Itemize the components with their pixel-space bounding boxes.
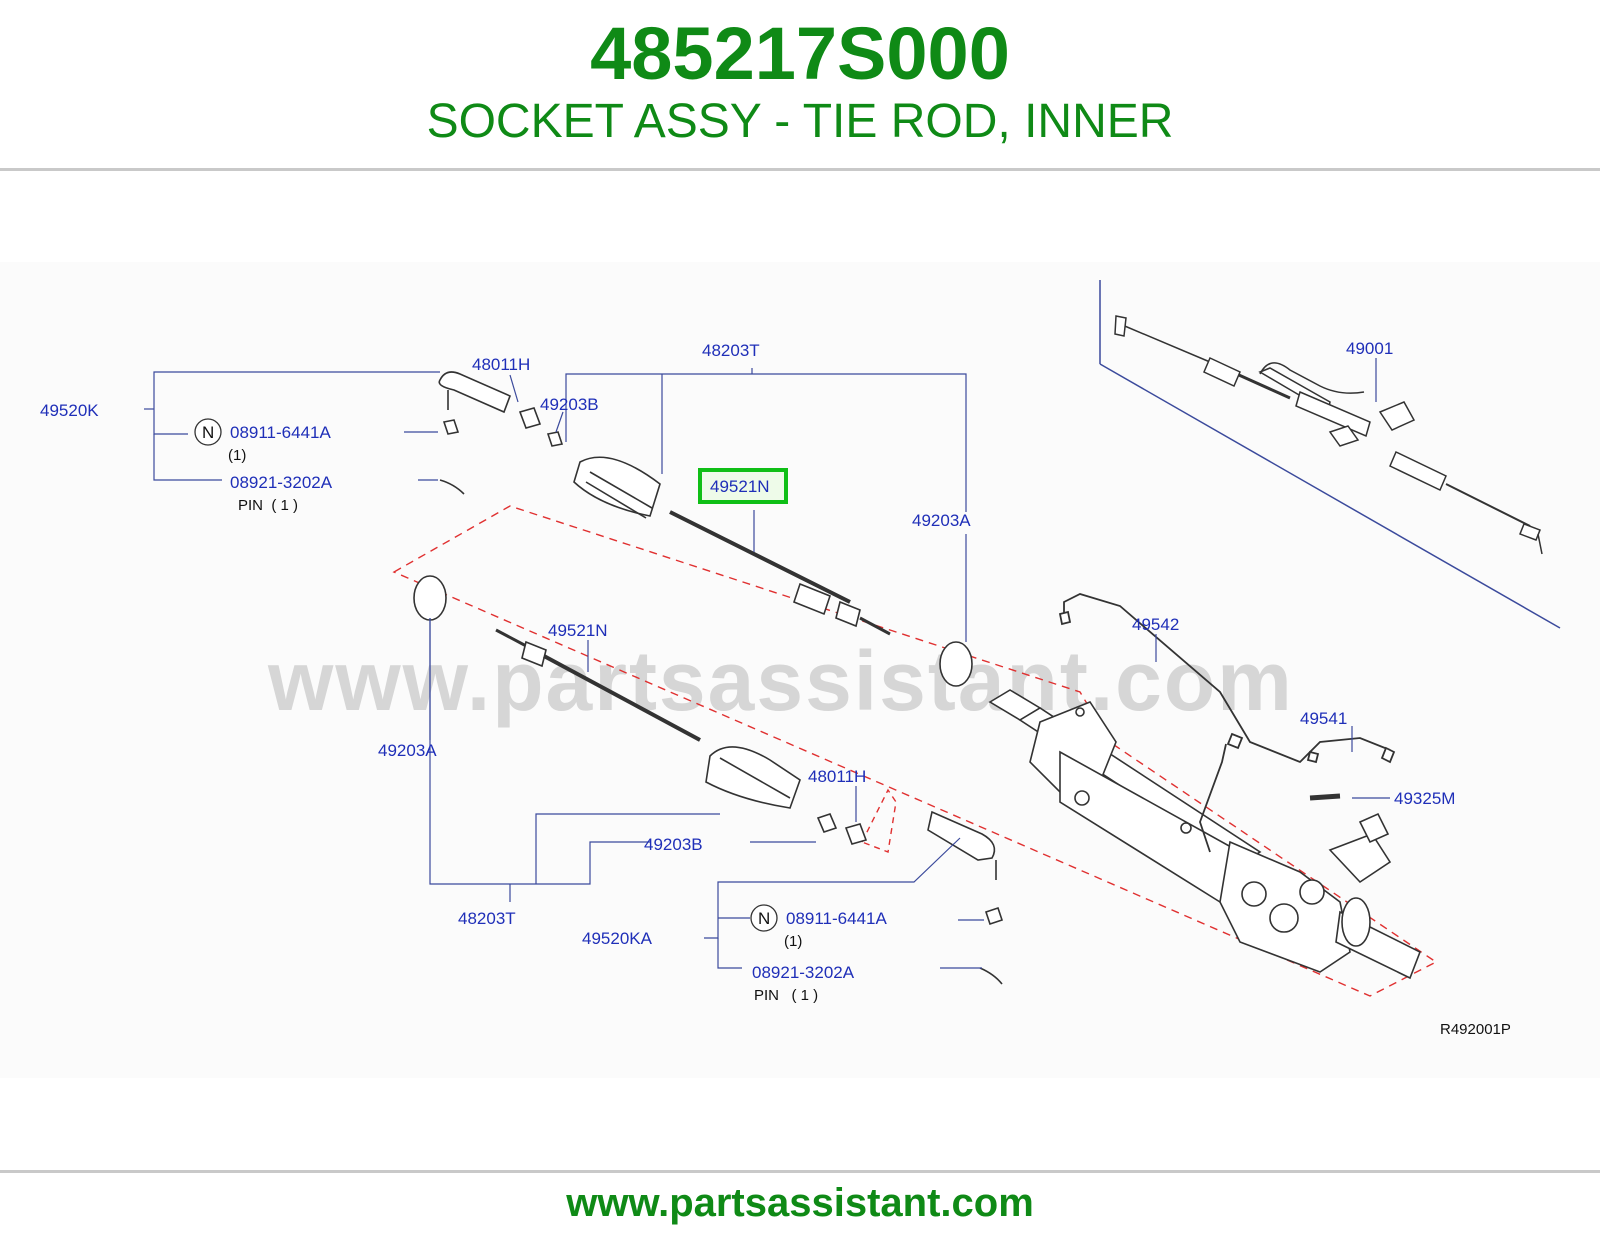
page-header: 485217S000 SOCKET ASSY - TIE ROD, INNER (0, 0, 1600, 168)
callout-49001[interactable]: 49001 (1346, 339, 1393, 358)
footer-website-link[interactable]: www.partsassistant.com (566, 1181, 1034, 1225)
callout-49203B-lower[interactable]: 49203B (644, 835, 703, 854)
callout-48011H-top[interactable]: 48011H (472, 355, 530, 374)
callout-49521N-lower[interactable]: 49521N (548, 621, 608, 640)
callout-49203A-left[interactable]: 49203A (378, 741, 437, 760)
n-mark-circle-top (194, 418, 222, 446)
callout-08911-6441A-top[interactable]: 08911-6441A (230, 423, 331, 442)
callout-49203A-right[interactable]: 49203A (912, 511, 971, 530)
upper-tie-rod-parts (413, 371, 973, 687)
callout-08911-6441A-lower[interactable]: 08911-6441A (786, 909, 887, 928)
pin-label-top: PIN ( 1 ) (238, 497, 298, 514)
inset-steering-rack (1099, 280, 1561, 629)
steering-rack-housing (988, 689, 1422, 980)
callout-08921-3202A-lower[interactable]: 08921-3202A (752, 963, 855, 982)
callout-49203B-top[interactable]: 49203B (540, 395, 599, 414)
callout-08921-3202A-top[interactable]: 08921-3202A (230, 473, 333, 492)
n-mark-top: N (202, 423, 214, 442)
callout-49520KA[interactable]: 49520KA (582, 929, 653, 948)
part-description: SOCKET ASSY - TIE ROD, INNER (426, 95, 1174, 148)
header-divider (0, 168, 1600, 171)
quantity-label-top: (1) (228, 447, 246, 464)
part-number-title: 485217S000 (590, 12, 1010, 95)
callout-49325M[interactable]: 49325M (1394, 789, 1455, 808)
callout-48203T-lower[interactable]: 48203T (458, 909, 516, 928)
dashed-rack-region (392, 505, 1438, 997)
dashed-rack-notch-2 (861, 788, 897, 853)
quantity-label-lower: (1) (784, 933, 802, 950)
callout-48203T-top[interactable]: 48203T (702, 341, 760, 360)
footer-divider (0, 1170, 1600, 1173)
callout-48011H-lower[interactable]: 48011H (808, 767, 866, 786)
callout-49520K[interactable]: 49520K (40, 401, 99, 420)
n-mark-lower: N (758, 909, 770, 928)
pin-label-lower: PIN ( 1 ) (754, 987, 818, 1004)
n-mark-circle-lower (750, 904, 778, 932)
watermark-text: www.partsassistant.com (267, 634, 1294, 728)
callout-leaders (144, 358, 1390, 969)
parts-diagram: www.partsassistant.com (0, 262, 1600, 1078)
lower-tie-rod-parts (495, 628, 1004, 985)
highlighted-part-label[interactable]: 49521N (710, 477, 770, 496)
exploded-diagram-svg: www.partsassistant.com (0, 262, 1600, 1078)
highlight-box (698, 468, 788, 504)
callout-49542[interactable]: 49542 (1132, 615, 1179, 634)
diagram-reference-code: R492001P (1440, 1021, 1511, 1038)
hydraulic-lines (1058, 593, 1396, 853)
callout-49541[interactable]: 49541 (1300, 709, 1347, 728)
